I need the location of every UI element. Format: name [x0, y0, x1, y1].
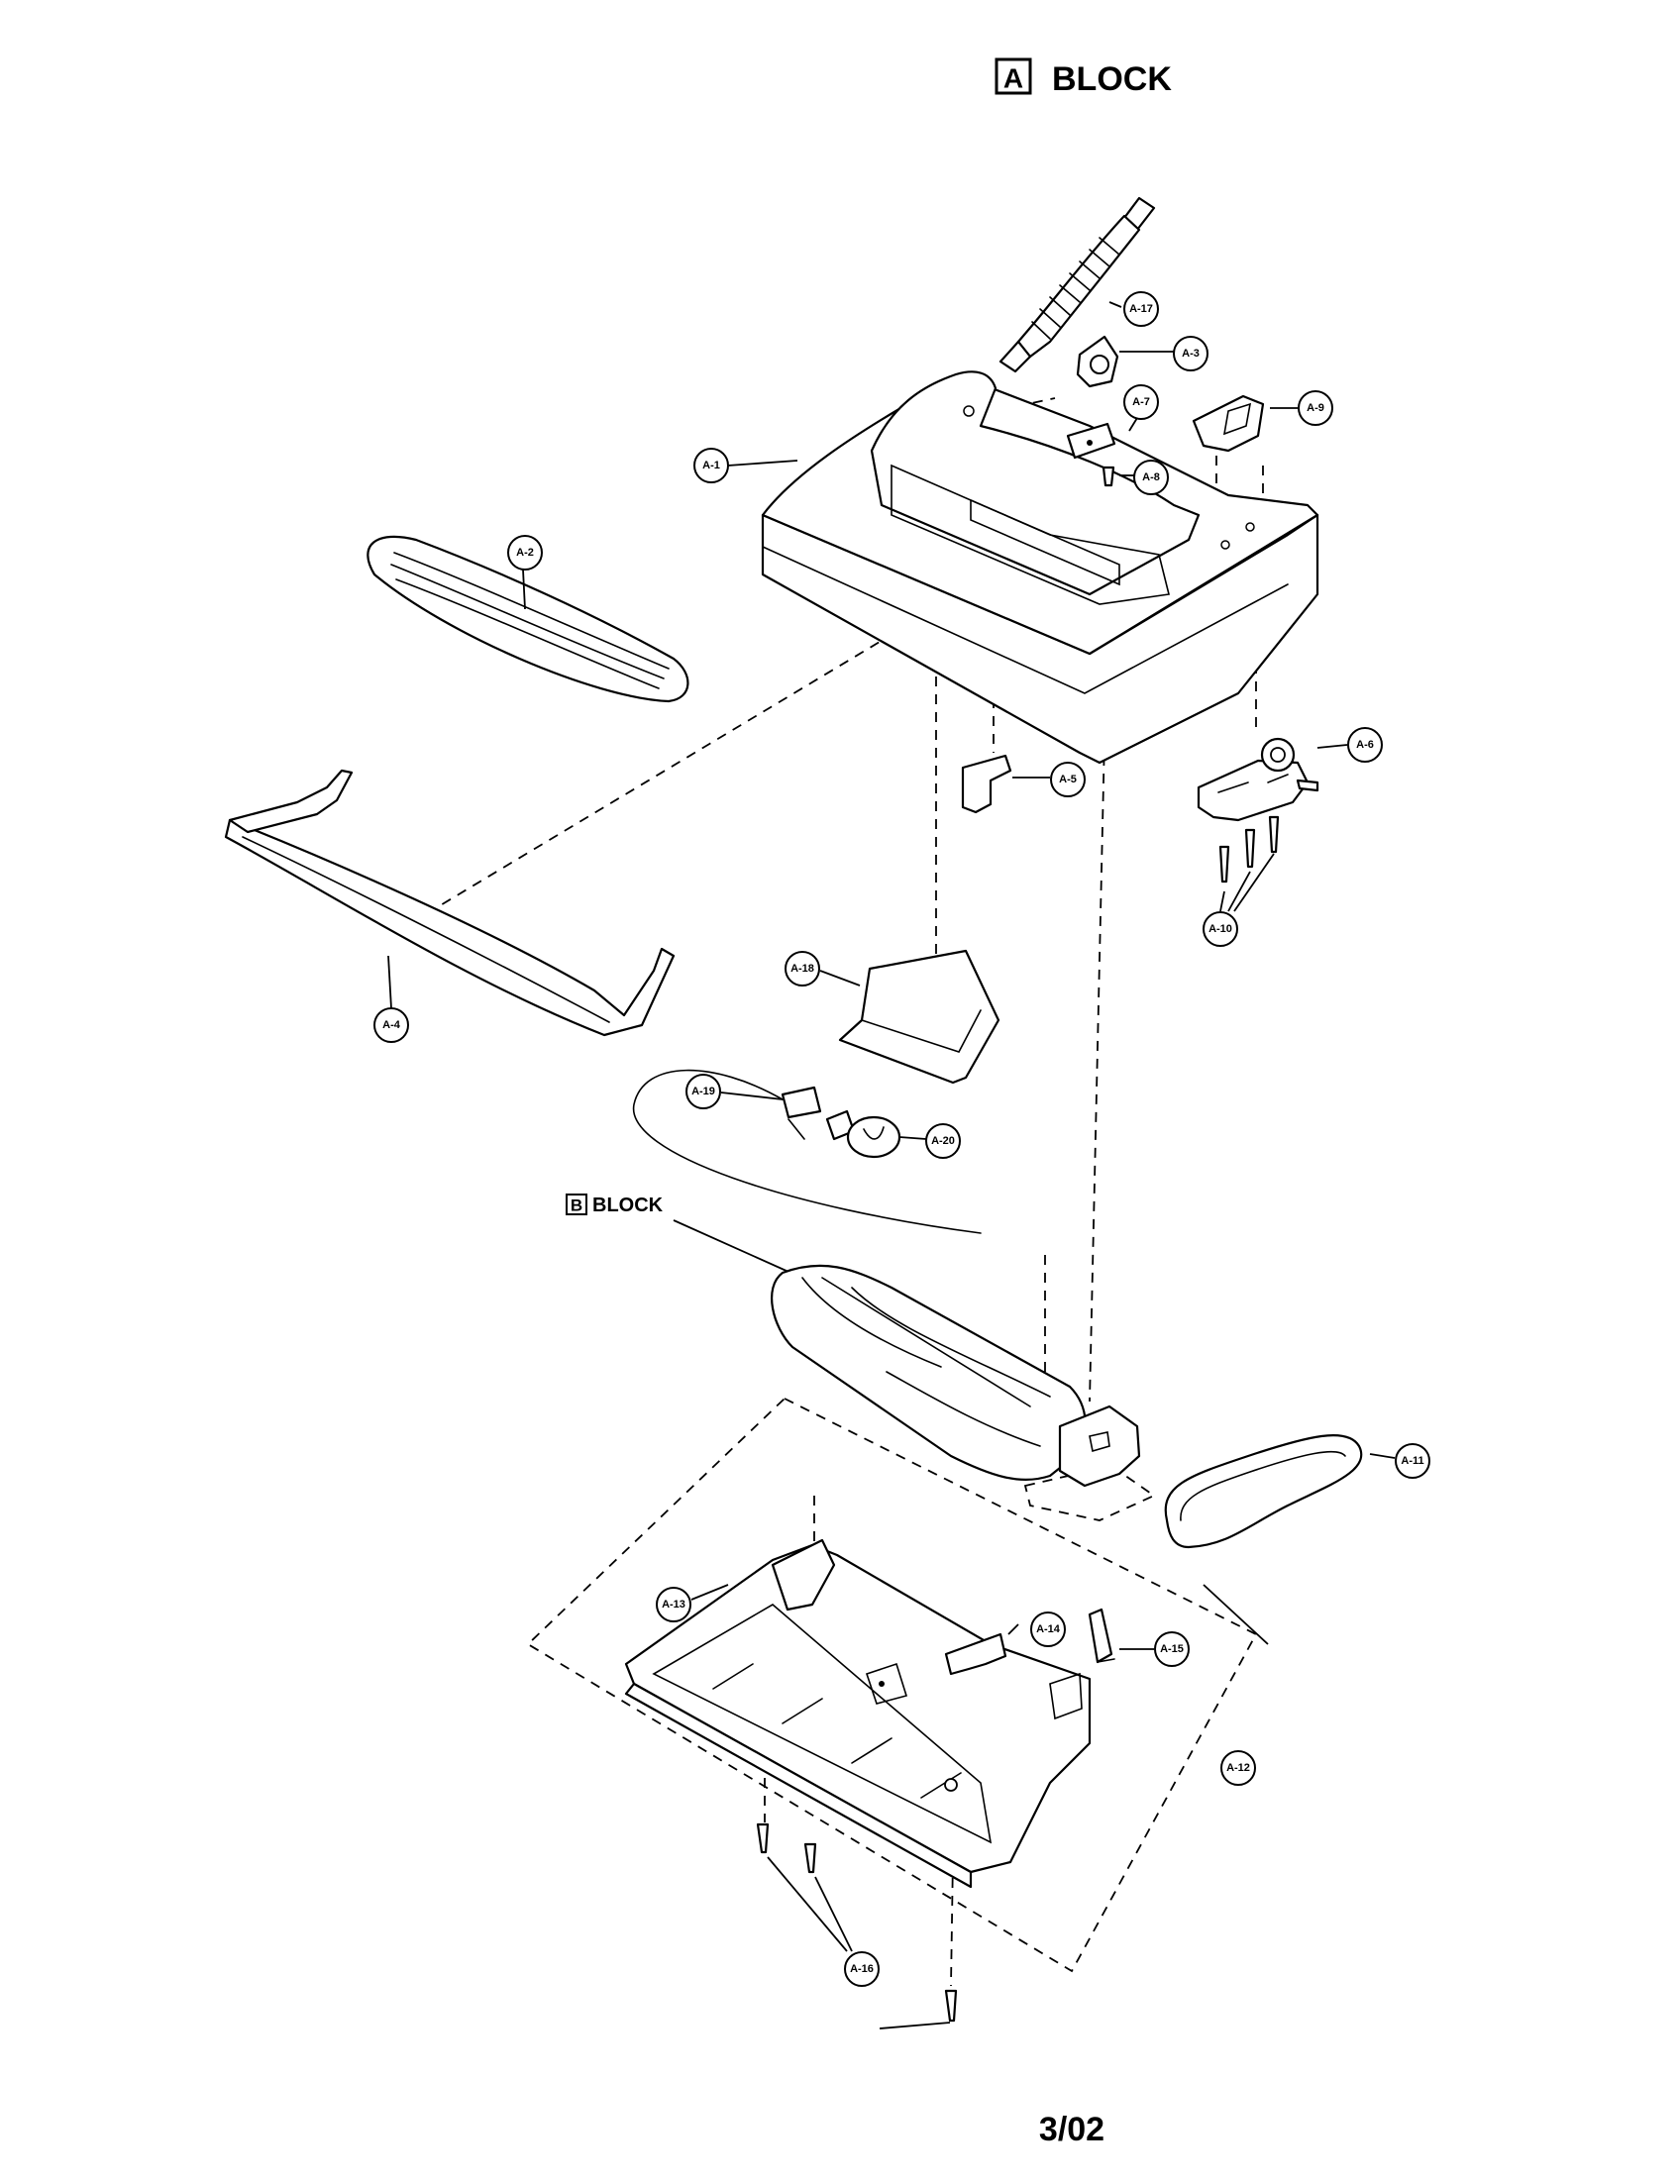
screws-a10	[1218, 815, 1280, 884]
callout-a1: A-1	[693, 448, 729, 483]
bulb-a20	[825, 1109, 901, 1159]
clip-a15	[1088, 1608, 1115, 1664]
callout-a19: A-19	[685, 1074, 721, 1109]
block-b-letter: B	[571, 1196, 582, 1215]
callout-a17: A-17	[1123, 291, 1159, 327]
svg-text:A-18: A-18	[790, 963, 814, 975]
callout-a7: A-7	[1123, 384, 1159, 420]
svg-text:A-2: A-2	[516, 547, 534, 559]
bumper-a4	[224, 769, 676, 1037]
callout-a14: A-14	[1030, 1612, 1066, 1647]
pedal-a9	[1192, 394, 1265, 453]
svg-text:A-3: A-3	[1182, 348, 1200, 360]
callout-a10: A-10	[1203, 911, 1238, 947]
callout-leaders	[387, 301, 1396, 2029]
hose-retainer-a3	[1076, 335, 1119, 388]
callout-a9: A-9	[1298, 390, 1333, 426]
svg-text:A-16: A-16	[850, 1963, 874, 1975]
callout-a11: A-11	[1395, 1443, 1430, 1479]
callout-a15: A-15	[1154, 1631, 1190, 1667]
svg-text:A-10: A-10	[1208, 923, 1232, 935]
callout-a13: A-13	[656, 1587, 691, 1622]
svg-text:A-6: A-6	[1356, 739, 1374, 751]
block-a-title: BLOCK	[1052, 60, 1172, 98]
svg-text:A-14: A-14	[1036, 1623, 1061, 1635]
base-plate-a13	[624, 1538, 1092, 1889]
screws-a16	[756, 1822, 958, 2023]
lens-cover-a18	[838, 949, 1000, 1085]
svg-text:A-20: A-20	[931, 1135, 955, 1147]
nozzle-housing-a1	[761, 370, 1319, 765]
svg-text:A-19: A-19	[691, 1086, 715, 1097]
svg-text:A-11: A-11	[1401, 1455, 1423, 1467]
svg-text:A-9: A-9	[1307, 402, 1324, 414]
block-a-box	[995, 57, 1032, 95]
svg-text:A-4: A-4	[382, 1019, 401, 1031]
callout-a5: A-5	[1050, 762, 1086, 797]
callout-a18: A-18	[785, 951, 820, 987]
block-b-label: B BLOCK	[566, 1194, 798, 1277]
callout-a6: A-6	[1347, 727, 1383, 763]
callout-a2: A-2	[507, 535, 543, 571]
callout-a4: A-4	[373, 1007, 409, 1043]
callout-a8: A-8	[1133, 460, 1169, 495]
svg-text:A-17: A-17	[1129, 303, 1153, 315]
brushroll	[771, 1264, 1141, 1488]
clip-a14	[944, 1632, 1007, 1676]
svg-text:A-15: A-15	[1160, 1643, 1184, 1655]
block-a-letter: A	[1003, 63, 1023, 94]
callout-a16: A-16	[844, 1951, 880, 1987]
svg-text:A-8: A-8	[1142, 471, 1160, 483]
svg-text:A-12: A-12	[1226, 1762, 1250, 1774]
block-b-title: BLOCK	[592, 1195, 664, 1216]
callout-a20: A-20	[925, 1123, 961, 1159]
clip-a5	[961, 754, 1012, 814]
bracket-a6	[1197, 737, 1319, 822]
hose-a17	[998, 196, 1156, 373]
svg-text:A-7: A-7	[1132, 396, 1150, 408]
clip-a7	[1066, 422, 1116, 460]
callout-a12: A-12	[1220, 1750, 1256, 1786]
bumper-grille-a2	[367, 535, 689, 703]
svg-text:A-1: A-1	[702, 460, 720, 471]
belt-a11	[1164, 1434, 1363, 1549]
svg-text:A-5: A-5	[1059, 774, 1077, 785]
block-b-box	[566, 1194, 587, 1215]
socket-cord-a19	[632, 1069, 982, 1234]
page-code: 3/02	[1039, 2111, 1104, 2148]
screw-a8	[1102, 466, 1115, 487]
callout-a3: A-3	[1173, 336, 1208, 371]
svg-text:A-13: A-13	[662, 1599, 685, 1611]
block-a-header: A BLOCK	[995, 57, 1172, 98]
